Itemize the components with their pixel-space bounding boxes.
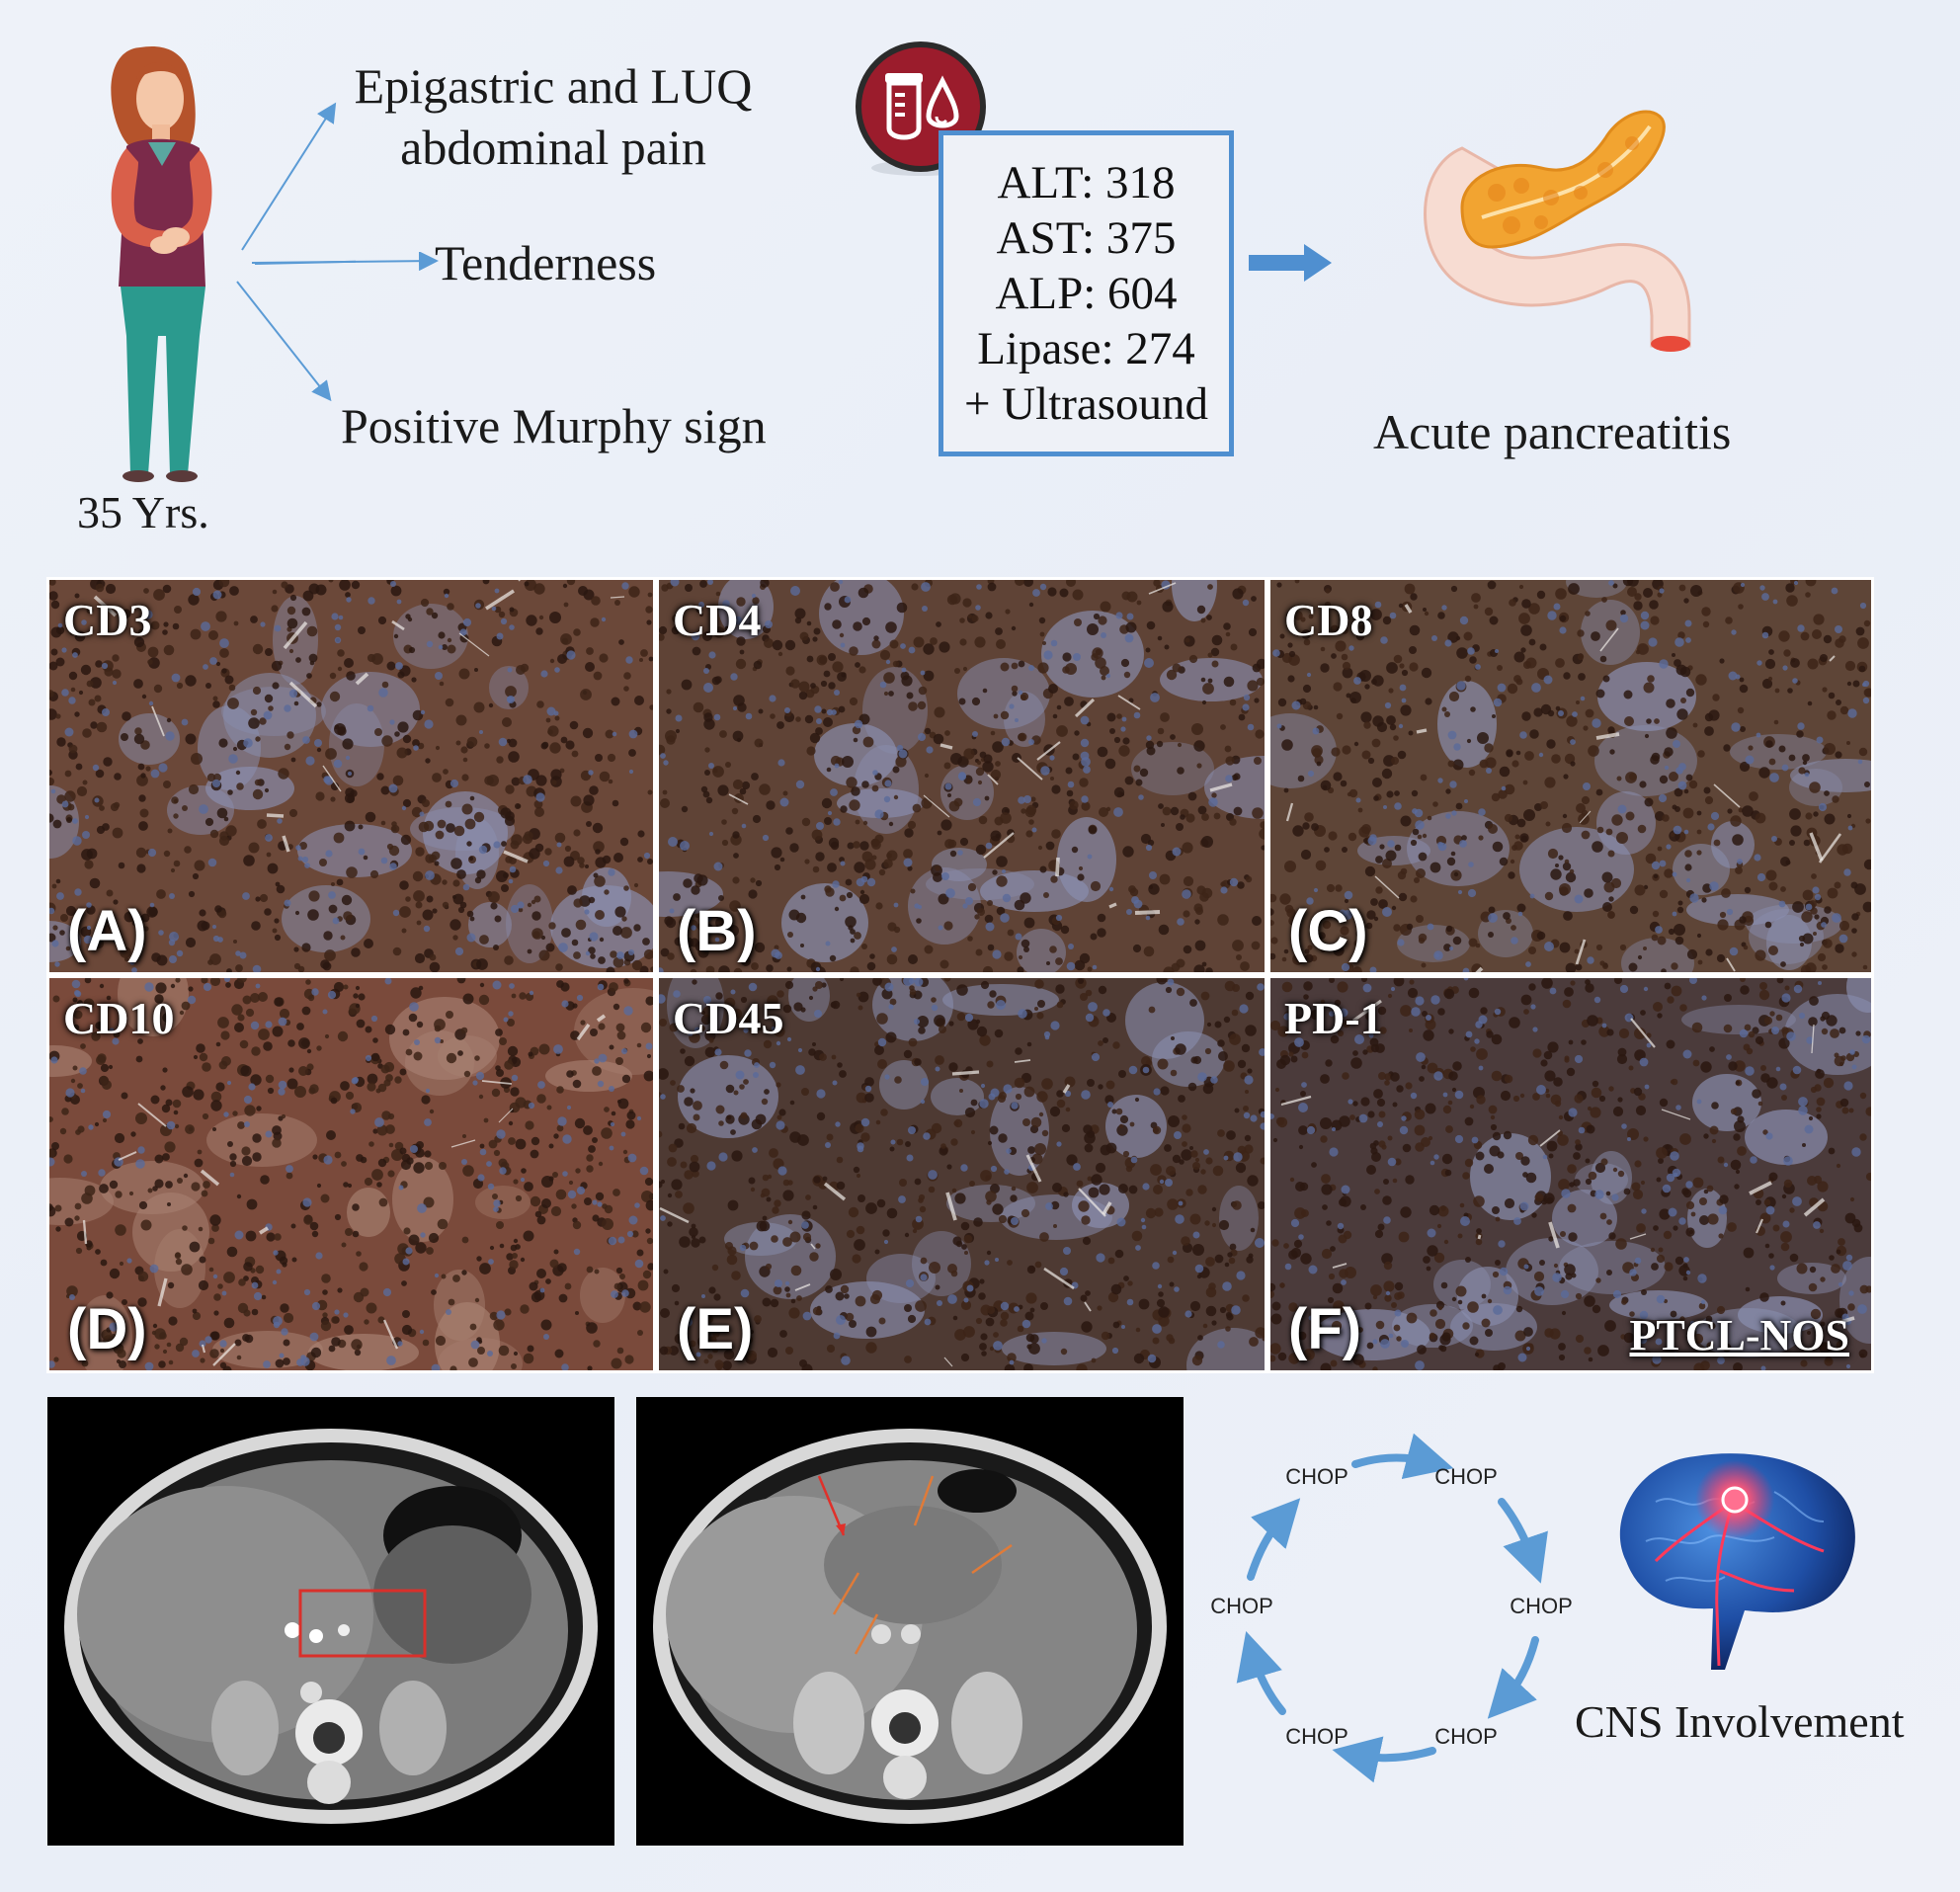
- symptom-tenderness: Tenderness: [435, 235, 657, 290]
- cycle-arrow-4: [1332, 1736, 1436, 1783]
- marker-label-c: CD8: [1284, 595, 1373, 645]
- arrow-to-tenderness-ext: [252, 252, 439, 272]
- histology-panel-e: CD45 (E): [659, 978, 1265, 1370]
- lab-results-box: ALT: 318 AST: 375 ALP: 604 Lipase: 274 +…: [939, 130, 1234, 456]
- diagnosis-footnote: PTCL-NOS: [1629, 1311, 1849, 1359]
- chop-cycle-4: CHOP: [1434, 1724, 1498, 1749]
- histology-image-e: [659, 978, 1265, 1370]
- ct-arrow-orange-3: [832, 1572, 860, 1615]
- pancreas-icon: [1424, 110, 1691, 352]
- ct-arrow-orange-2: [971, 1543, 1013, 1575]
- marker-label-a: CD3: [63, 595, 152, 645]
- histology-image-b: [659, 580, 1265, 972]
- brain-icon: [1619, 1453, 1855, 1670]
- marker-label-d: CD10: [63, 993, 175, 1043]
- histology-panel-f: PD-1 (F) PTCL-NOS: [1270, 978, 1871, 1370]
- woman-abdominal-pain-icon: [111, 45, 212, 482]
- symptom-pain-line2: abdominal pain: [400, 120, 706, 175]
- histology-panel-d: CD10 (D): [49, 978, 653, 1370]
- lab-alt: ALT: 318: [997, 157, 1176, 208]
- patient-figure: [79, 40, 247, 484]
- symptom-pain: Epigastric and LUQ abdominal pain: [341, 55, 766, 178]
- panel-letter-a: (A): [67, 899, 147, 963]
- panel-letter-c: (C): [1288, 899, 1368, 963]
- panel-letter-e: (E): [677, 1297, 754, 1361]
- pancreas-illustration: [1403, 99, 1699, 356]
- cycle-arrow-5: [1236, 1630, 1286, 1715]
- histology-panel-b: CD4 (B): [659, 580, 1265, 972]
- marker-label-f: PD-1: [1284, 993, 1383, 1043]
- symptom-pain-line1: Epigastric and LUQ: [354, 58, 753, 114]
- symptom-murphy: Positive Murphy sign: [341, 398, 767, 453]
- chop-cycle-5: CHOP: [1285, 1724, 1348, 1749]
- histology-image-f: [1270, 978, 1871, 1370]
- arrow-to-pain: [241, 102, 337, 251]
- histology-image-c: [1270, 580, 1871, 972]
- histology-image-d: [49, 978, 653, 1370]
- panel-letter-d: (D): [67, 1297, 147, 1361]
- outcome-label: CNS Involvement: [1575, 1696, 1905, 1747]
- lab-ast: AST: 375: [996, 212, 1177, 264]
- ct-scan-left: [47, 1397, 614, 1846]
- chop-cycle-1: CHOP: [1285, 1464, 1348, 1489]
- chop-cycle-6: CHOP: [1210, 1594, 1273, 1618]
- ct-scan-right: [636, 1397, 1184, 1846]
- chop-cycle-3: CHOP: [1510, 1594, 1573, 1618]
- chop-cycle: CHOP CHOP CHOP CHOP CHOP CHOP: [1195, 1433, 1591, 1788]
- cycle-arrow-3: [1487, 1636, 1539, 1719]
- cycle-arrow-6: [1247, 1498, 1301, 1581]
- marker-label-b: CD4: [673, 595, 762, 645]
- cycle-arrow-2: [1498, 1498, 1548, 1584]
- ct-highlight-box: [298, 1589, 427, 1658]
- cycle-arrows: [1236, 1433, 1548, 1783]
- histology-grid: CD3 (A) CD4 (B) CD8 (C) CD10 (D) CD45 (E…: [46, 577, 1874, 1373]
- lab-alp: ALP: 604: [995, 268, 1178, 319]
- chop-cycle-2: CHOP: [1434, 1464, 1498, 1489]
- flow-arrow-icon: [1249, 244, 1332, 282]
- ct-arrow-orange-1: [913, 1475, 935, 1526]
- diagnosis-label: Acute pancreatitis: [1373, 404, 1732, 459]
- arrow-to-murphy: [236, 281, 332, 402]
- histology-panel-a: CD3 (A): [49, 580, 653, 972]
- patient-age: 35 Yrs.: [77, 487, 209, 537]
- panel-letter-b: (B): [677, 899, 757, 963]
- ct-image-left: [64, 1429, 598, 1824]
- ct-image-right: [653, 1429, 1167, 1824]
- panel-letter-f: (F): [1288, 1297, 1362, 1361]
- brain-illustration: [1596, 1442, 1873, 1680]
- lab-lipase: Lipase: 274: [977, 323, 1195, 374]
- cycle-arrow-1: [1351, 1433, 1454, 1480]
- marker-label-e: CD45: [673, 993, 784, 1043]
- lab-ultrasound: + Ultrasound: [963, 378, 1209, 430]
- histology-image-a: [49, 580, 653, 972]
- ct-arrow-orange-4: [854, 1613, 879, 1655]
- histology-panel-c: CD8 (C): [1270, 580, 1871, 972]
